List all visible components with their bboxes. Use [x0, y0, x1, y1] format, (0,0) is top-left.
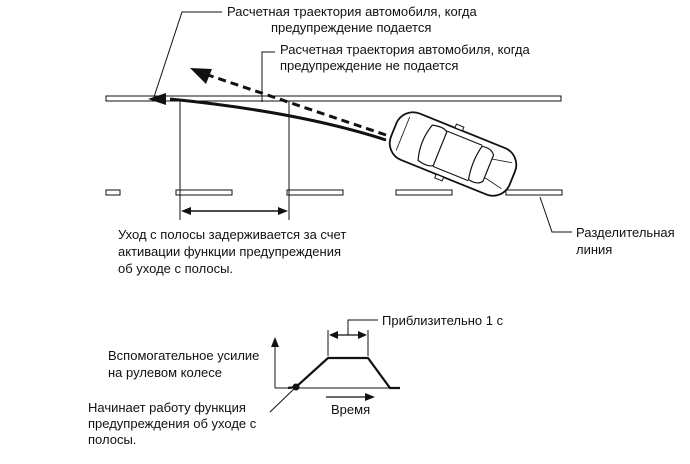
time-arrowhead	[365, 393, 375, 401]
x-axis-label: Время	[331, 402, 371, 417]
leader-path-without-warning	[261, 51, 275, 102]
path-with-warning	[169, 97, 387, 142]
leader-divider-line	[539, 196, 572, 233]
divider-dash	[286, 189, 344, 196]
divider-dash	[505, 189, 563, 196]
divider-dash	[395, 189, 453, 196]
path-without-warning-arrowhead	[190, 68, 212, 84]
path-without-warning	[207, 73, 387, 137]
callout-path-with-warning: Расчетная траектория автомобиля, когда п…	[227, 4, 477, 36]
warning-start-label: Начинает работу функция предупреждения о…	[88, 400, 257, 447]
delay-range-arrow	[181, 207, 288, 215]
lane-edge-line	[105, 95, 562, 102]
callout-path-without-warning-line1: Расчетная траектория автомобиля, когда	[280, 42, 530, 57]
car-icon	[388, 111, 518, 197]
leader-duration	[347, 319, 378, 335]
approx-duration-label: Приблизительно 1 с	[382, 313, 504, 328]
delay-description: Уход с полосы задерживается за счет акти…	[118, 227, 347, 276]
steering-force-graph	[269, 319, 400, 413]
divider-dash	[105, 189, 121, 196]
y-axis-label: Вспомогательное усилие на рулевом колесе	[108, 348, 260, 380]
lane-divider-dashes	[105, 189, 563, 196]
callout-path-without-warning: Расчетная траектория автомобиля, когда п…	[280, 42, 530, 74]
divider-line-label: Разделительная линия	[576, 225, 675, 257]
leader-path-with-warning	[152, 11, 222, 101]
callout-path-without-warning-line2: предупреждение не подается	[280, 58, 459, 73]
leader-start-point	[269, 386, 297, 413]
path-with-warning-arrowhead	[148, 93, 166, 105]
divider-dash	[175, 189, 233, 196]
callout-path-with-warning-line2: предупреждение подается	[271, 20, 432, 35]
duration-arrowhead-left	[329, 331, 338, 339]
callout-path-with-warning-line1: Расчетная траектория автомобиля, когда	[227, 4, 477, 19]
duration-arrowhead-right	[358, 331, 367, 339]
y-axis-arrowhead	[271, 337, 279, 347]
assist-force-curve	[287, 356, 400, 390]
